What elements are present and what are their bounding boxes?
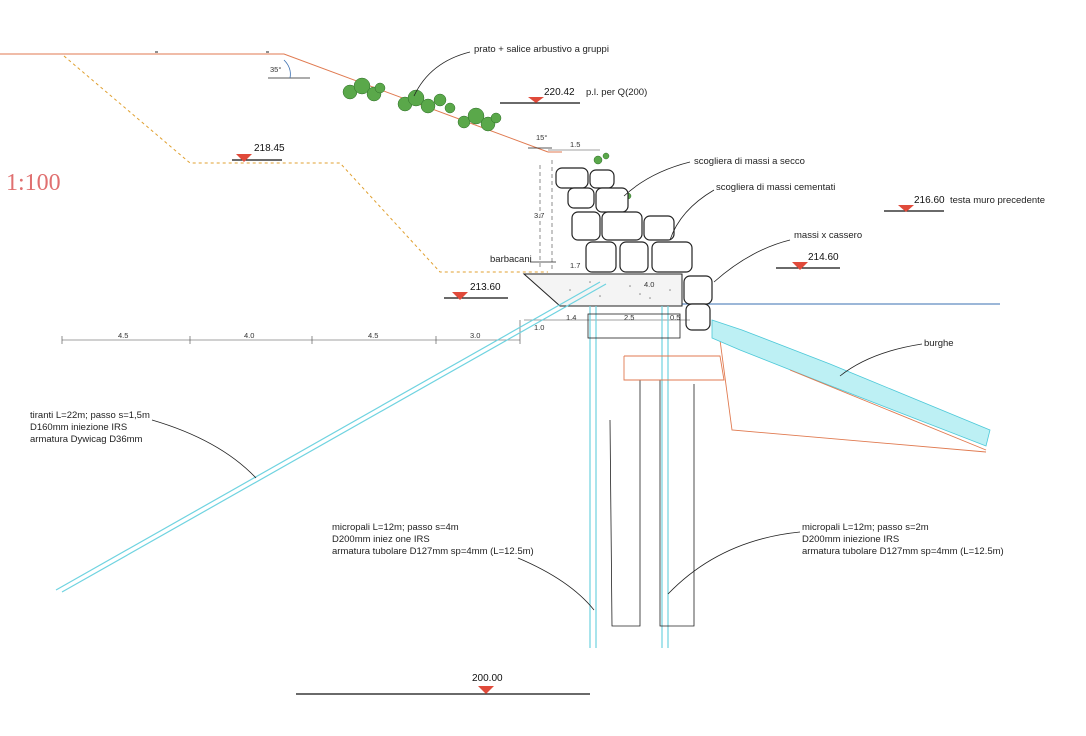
svg-text:2.5: 2.5	[624, 313, 634, 322]
cemented-rock-label: scogliera di massi cementati	[716, 182, 835, 193]
micropali-right-note: micropali L=12m; passo s=2m D200mm iniez…	[802, 522, 1004, 557]
svg-text:15°: 15°	[536, 133, 547, 142]
svg-text:3.7: 3.7	[534, 211, 544, 220]
angle-15-annotation: 15°	[528, 133, 552, 149]
svg-text:4.0: 4.0	[244, 331, 254, 340]
dry-rock-label: scogliera di massi a secco	[694, 156, 805, 167]
svg-text:tiranti L=22m; passo s=1,5m: tiranti L=22m; passo s=1,5m	[30, 410, 150, 421]
svg-text:D160mm iniezione IRS: D160mm iniezione IRS	[30, 422, 127, 433]
micropiles	[589, 306, 669, 648]
leader-lines	[151, 51, 923, 611]
vegetation-clusters	[342, 77, 632, 204]
wall-dimensions	[539, 149, 600, 270]
svg-text:3.0: 3.0	[470, 331, 480, 340]
burghe-label: burghe	[924, 338, 954, 349]
svg-text:0.5: 0.5	[670, 313, 680, 322]
svg-text:4.0: 4.0	[644, 280, 654, 289]
svg-text:200.00: 200.00	[472, 673, 503, 684]
svg-text:micropali L=12m; passo s=4m: micropali L=12m; passo s=4m	[332, 522, 459, 533]
previous-profile-dashed	[63, 55, 548, 273]
svg-text:armatura tubolare D127mm sp=4m: armatura tubolare D127mm sp=4mm (L=12.5m…	[802, 546, 1004, 557]
gabion-mattress	[711, 319, 991, 447]
previous-structure-outline	[587, 313, 695, 627]
micropali-left-note: micropali L=12m; passo s=4m D200mm iniez…	[332, 522, 534, 557]
svg-text:armatura Dywicag D36mm: armatura Dywicag D36mm	[30, 434, 143, 445]
angle-35-annotation: 35°	[268, 59, 310, 79]
level-marker-wall-head: 216.60 testa muro precedente	[884, 195, 1045, 212]
svg-text:216.60: 216.60	[914, 195, 945, 206]
svg-text:4.5: 4.5	[368, 331, 378, 340]
svg-text:p.l. per Q(200): p.l. per Q(200)	[586, 87, 647, 98]
massi-cassero-label: massi x cassero	[794, 230, 862, 241]
svg-text:218.45: 218.45	[254, 143, 285, 154]
previous-foundation-outline	[623, 339, 987, 453]
level-marker-bottom: 200.00	[296, 673, 590, 695]
svg-text:micropali L=12m; passo s=2m: micropali L=12m; passo s=2m	[802, 522, 929, 533]
svg-text:214.60: 214.60	[808, 252, 839, 263]
svg-text:213.60: 213.60	[470, 282, 501, 293]
svg-text:1.5: 1.5	[570, 140, 580, 149]
tie-rod	[55, 281, 607, 593]
level-marker-cassero: 214.60	[776, 252, 840, 270]
level-marker-berm: 218.45	[232, 143, 285, 162]
svg-text:testa muro precedente: testa muro precedente	[950, 195, 1045, 206]
svg-text:35°: 35°	[270, 65, 281, 74]
svg-text:armatura tubolare D127mm sp=4m: armatura tubolare D127mm sp=4mm (L=12.5m…	[332, 546, 534, 557]
tiranti-note: tiranti L=22m; passo s=1,5m D160mm iniez…	[30, 410, 150, 445]
barbacani-label: barbacani	[490, 254, 532, 265]
svg-text:4.5: 4.5	[118, 331, 128, 340]
scale-label: 1:100	[6, 170, 61, 196]
svg-text:1.4: 1.4	[566, 313, 576, 322]
level-marker-top: 220.42 p.l. per Q(200)	[500, 87, 647, 104]
svg-text:D200mm iniez one IRS: D200mm iniez one IRS	[332, 534, 430, 545]
svg-text:220.42: 220.42	[544, 87, 575, 98]
level-marker-foundation: 213.60	[444, 282, 508, 300]
gabion-base	[789, 369, 987, 451]
svg-text:1.0: 1.0	[534, 323, 544, 332]
foundation-slab	[522, 273, 683, 307]
rock-wall	[555, 167, 713, 331]
vegetation-label: prato + salice arbustivo a gruppi	[474, 44, 609, 55]
svg-text:1.7: 1.7	[570, 261, 580, 270]
svg-text:D200mm iniezione IRS: D200mm iniezione IRS	[802, 534, 899, 545]
